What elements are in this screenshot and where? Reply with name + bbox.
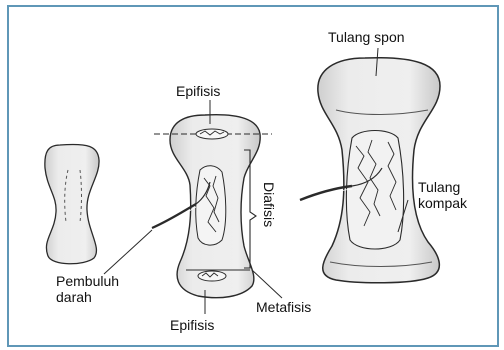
label-epifisis-bottom: Epifisis — [170, 317, 214, 333]
label-tulang-kompak-line1: Tulang — [418, 179, 460, 195]
label-metafisis: Metafisis — [256, 299, 311, 315]
label-pembuluh-line2: darah — [56, 289, 92, 305]
label-pembuluh-line1: Pembuluh — [56, 273, 119, 289]
label-diafisis: Diafisis — [261, 182, 277, 227]
label-epifisis-top: Epifisis — [176, 83, 220, 99]
label-tulang-spon: Tulang spon — [328, 29, 405, 45]
label-tulang-kompak-line2: kompak — [418, 195, 468, 211]
